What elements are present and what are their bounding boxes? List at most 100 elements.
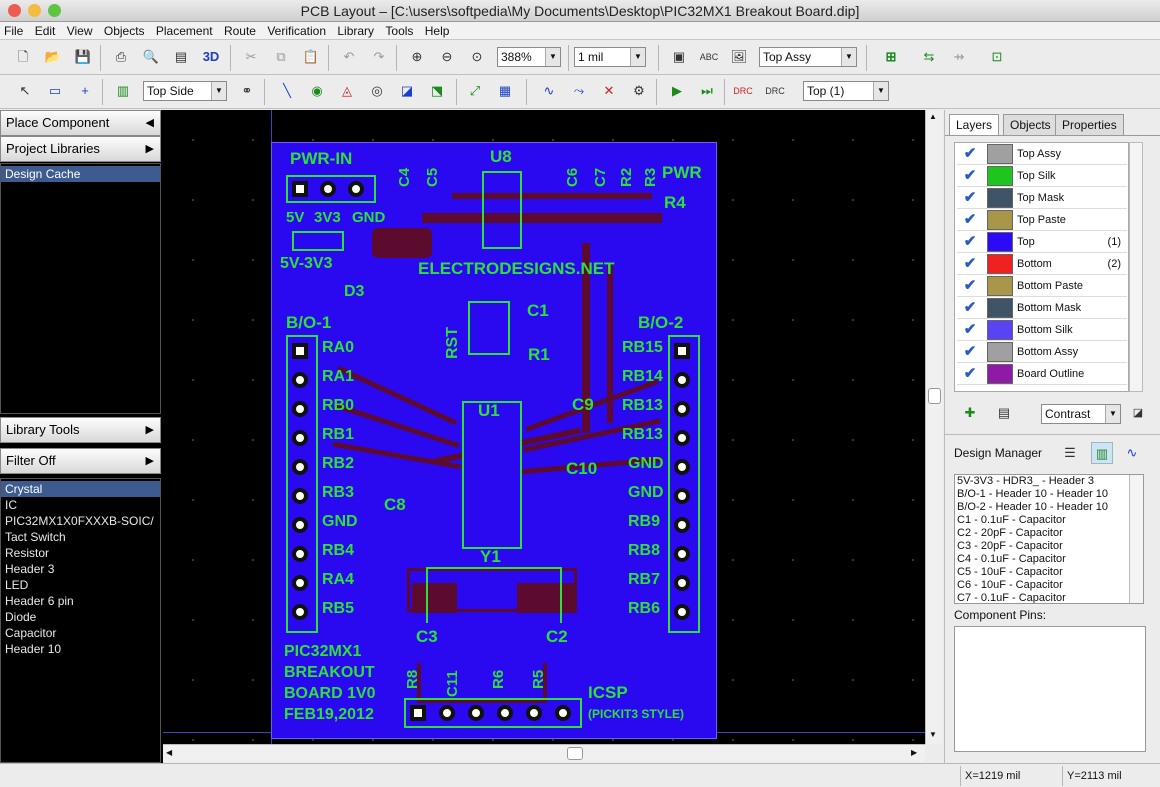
- polygon-icon[interactable]: ◪: [400, 83, 414, 98]
- horizontal-scroll-thumb[interactable]: [567, 747, 583, 760]
- chevron-down-icon[interactable]: ▼: [211, 82, 226, 100]
- net-connect-icon[interactable]: ⇆: [923, 49, 935, 64]
- check-icon[interactable]: ✔: [963, 343, 977, 360]
- layer-color-swatch[interactable]: [987, 210, 1013, 230]
- icsp-header[interactable]: [404, 698, 582, 728]
- zoom-combo[interactable]: 388%▼: [497, 47, 561, 67]
- place-component-header[interactable]: Place Component◀: [0, 110, 161, 136]
- check-icon[interactable]: ✔: [963, 145, 977, 162]
- layer-row[interactable]: ✔Bottom(2): [957, 253, 1127, 275]
- layer-color-swatch[interactable]: [987, 188, 1013, 208]
- pad-icon[interactable]: ◎: [371, 83, 383, 98]
- new-file-icon[interactable]: 🗋: [17, 49, 29, 64]
- side-combo[interactable]: Top Side▼: [143, 81, 227, 101]
- layer-row[interactable]: ✔Bottom Assy: [957, 341, 1127, 363]
- check-icon[interactable]: ✔: [963, 189, 977, 206]
- u8-regulator[interactable]: [482, 171, 522, 249]
- report-icon[interactable]: ▤: [174, 49, 188, 64]
- run-step-icon[interactable]: ⏭: [701, 83, 713, 98]
- crosshair-icon[interactable]: +: [81, 83, 89, 98]
- run-icon[interactable]: ▶: [672, 83, 682, 98]
- layer-row[interactable]: ✔Bottom Mask: [957, 297, 1127, 319]
- layer-row[interactable]: ✔Bottom Silk: [957, 319, 1127, 341]
- chip-icon[interactable]: ▥: [116, 83, 130, 98]
- route-layer-combo[interactable]: Top (1)▼: [803, 81, 889, 101]
- check-icon[interactable]: ✔: [963, 365, 977, 382]
- dm-component-icon[interactable]: ▥: [1091, 442, 1113, 464]
- net-disconnect-icon[interactable]: ⇸: [953, 49, 965, 64]
- layer-color-swatch[interactable]: [987, 254, 1013, 274]
- drc-icon[interactable]: DRC: [733, 86, 753, 96]
- grid-combo[interactable]: 1 mil▼: [574, 47, 646, 67]
- layer-color-swatch[interactable]: [987, 342, 1013, 362]
- y1-crystal[interactable]: [426, 567, 562, 623]
- menu-file[interactable]: File: [4, 24, 24, 38]
- component-item[interactable]: Capacitor: [5, 626, 57, 640]
- dm-list-icon[interactable]: ☰: [1064, 445, 1076, 460]
- measure-icon[interactable]: ⤢: [469, 83, 481, 98]
- layer-color-swatch[interactable]: [987, 298, 1013, 318]
- layer-color-swatch[interactable]: [987, 232, 1013, 252]
- library-tools-header[interactable]: Library Tools▶: [0, 417, 161, 443]
- cut-icon[interactable]: ✂: [245, 49, 257, 64]
- component-item[interactable]: Header 10: [5, 642, 62, 656]
- menu-verification[interactable]: Verification: [267, 24, 327, 38]
- net-tool-icon[interactable]: ⊞: [885, 49, 897, 64]
- bo1-header[interactable]: [286, 335, 318, 633]
- component-item[interactable]: Resistor: [5, 546, 50, 560]
- zoom-window-button[interactable]: [48, 4, 61, 17]
- chevron-down-icon[interactable]: ▼: [1105, 405, 1120, 423]
- dm-item[interactable]: C7 - 0.1uF - Capacitor: [957, 592, 1066, 604]
- layer-row[interactable]: ✔Top(1): [957, 231, 1127, 253]
- component-item[interactable]: Tact Switch: [5, 530, 66, 544]
- horizontal-scrollbar[interactable]: ◀ ▶: [163, 744, 925, 762]
- chevron-down-icon[interactable]: ▼: [841, 48, 856, 66]
- layer-row[interactable]: ✔Top Assy: [957, 143, 1127, 165]
- find-binoculars-icon[interactable]: ⚭: [241, 83, 253, 98]
- layer-color-swatch[interactable]: [987, 276, 1013, 296]
- open-folder-icon[interactable]: 📂: [44, 49, 62, 64]
- scroll-left-icon[interactable]: ◀: [166, 748, 173, 757]
- layer-settings-icon[interactable]: ▤: [997, 405, 1011, 420]
- dm-item[interactable]: C3 - 20pF - Capacitor: [957, 540, 1063, 552]
- menu-library[interactable]: Library: [337, 24, 375, 38]
- copper-pour-icon[interactable]: ⬔: [430, 83, 444, 98]
- menu-placement[interactable]: Placement: [155, 24, 213, 38]
- vertical-scroll-thumb[interactable]: [928, 388, 941, 404]
- check-icon[interactable]: ✔: [963, 299, 977, 316]
- component-item[interactable]: Header 6 pin: [5, 594, 74, 608]
- rst-switch[interactable]: [468, 301, 510, 355]
- menu-objects[interactable]: Objects: [103, 24, 145, 38]
- grid-icon[interactable]: ▦: [498, 83, 512, 98]
- arc-icon[interactable]: ◬: [342, 83, 352, 98]
- scroll-up-icon[interactable]: ▲: [929, 112, 937, 121]
- zoom-in-icon[interactable]: ⊕: [411, 49, 423, 64]
- select-area-icon[interactable]: ▭: [48, 83, 62, 98]
- trace-icon[interactable]: ╲: [283, 83, 291, 98]
- contrast-combo[interactable]: Contrast▼: [1041, 404, 1121, 424]
- component-props-icon[interactable]: ▣: [672, 49, 686, 64]
- layer-color-swatch[interactable]: [987, 320, 1013, 340]
- check-icon[interactable]: ✔: [963, 211, 977, 228]
- layer-color-swatch[interactable]: [987, 364, 1013, 384]
- undo-icon[interactable]: ↶: [343, 49, 355, 64]
- autoroute-icon[interactable]: ⤳: [573, 83, 585, 98]
- dm-item[interactable]: C5 - 10uF - Capacitor: [957, 566, 1063, 578]
- pwr-in-header[interactable]: [286, 175, 376, 203]
- print-preview-icon[interactable]: 🔍: [142, 49, 160, 64]
- pointer-icon[interactable]: ↖: [19, 83, 31, 98]
- layer-color-swatch[interactable]: [987, 166, 1013, 186]
- regulator-jumper[interactable]: [292, 231, 344, 251]
- chevron-down-icon[interactable]: ▼: [545, 48, 560, 66]
- dm-scrollbar[interactable]: [1129, 475, 1143, 603]
- save-icon[interactable]: 💾: [74, 49, 92, 64]
- image-tool-icon[interactable]: 🖼: [730, 49, 748, 64]
- design-cache-item[interactable]: Design Cache: [1, 166, 160, 182]
- paste-icon[interactable]: 📋: [302, 49, 320, 64]
- component-item[interactable]: Diode: [5, 610, 37, 624]
- component-item[interactable]: Header 3: [5, 562, 55, 576]
- filter-header[interactable]: Filter Off▶: [0, 448, 161, 474]
- tab-objects[interactable]: Objects: [1003, 114, 1058, 136]
- component-item[interactable]: Crystal: [1, 481, 160, 497]
- dm-item[interactable]: B/O-2 - Header 10 - Header 10: [957, 501, 1109, 513]
